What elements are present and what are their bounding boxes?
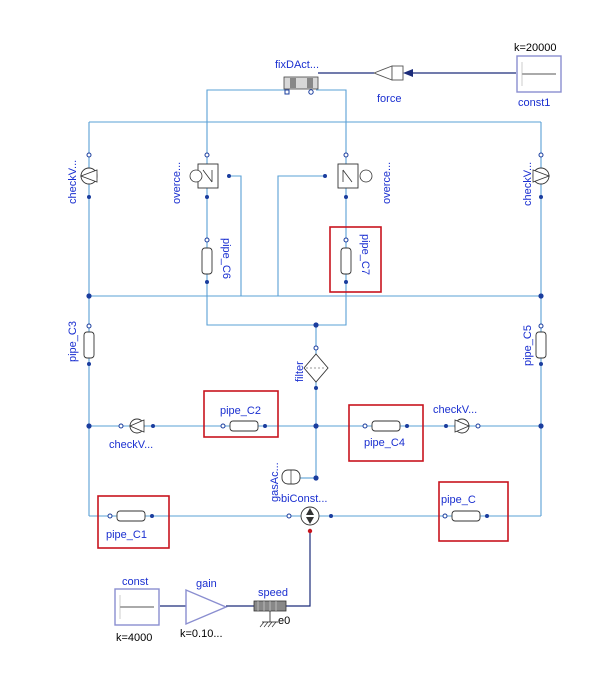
force-component[interactable]: force: [318, 65, 413, 105]
const-component[interactable]: const k=4000: [114, 576, 160, 644]
checkv-mid-left[interactable]: checkV...: [109, 418, 155, 451]
checkv-right-top-label: checkV...: [522, 162, 534, 206]
speed-label: speed: [258, 587, 288, 599]
junction-node: [538, 293, 544, 299]
const-label: const: [122, 576, 148, 588]
filter-component[interactable]: filter: [294, 345, 329, 390]
highlight-box: [438, 481, 509, 542]
junction-node: [313, 475, 319, 481]
pipe-c4-label: pipe_C4: [364, 437, 405, 449]
pipe-c2[interactable]: pipe_C2: [203, 390, 279, 438]
gas-accumulator[interactable]: gasAc...: [269, 462, 301, 502]
checkv-mid-right-label: checkV...: [433, 404, 477, 416]
checkv-left-top-label: checkV...: [67, 160, 79, 204]
hydraulic-connections: [88, 89, 542, 517]
filter-label: filter: [294, 361, 306, 382]
const1-k-label: k=20000: [514, 42, 557, 54]
const-k-label: k=4000: [116, 632, 152, 644]
wire-speed-pump[interactable]: [286, 533, 311, 607]
checkv-mid-right[interactable]: checkV...: [433, 404, 481, 434]
wire-overce-right-out[interactable]: [277, 175, 325, 296]
junction-nodes: [86, 293, 544, 481]
e0-label: e0: [278, 615, 290, 627]
biconst-label: biConst...: [281, 493, 327, 505]
speed-component[interactable]: speed e0: [253, 587, 290, 628]
pipe-c5-label: pipe_C5: [522, 325, 534, 366]
const1-component[interactable]: k=20000 const1: [514, 42, 562, 109]
pipe-c5[interactable]: pipe_C5: [522, 323, 547, 366]
junction-node: [313, 423, 319, 429]
wire-actuator-left[interactable]: [206, 89, 286, 178]
force-label: force: [377, 93, 401, 105]
overce-right-label: overce...: [381, 162, 393, 204]
pipe-c[interactable]: pipe_C: [438, 481, 509, 542]
fixdact-component[interactable]: fixDAct...: [275, 59, 319, 95]
gain-label: gain: [196, 578, 217, 590]
pipe-c2-label: pipe_C2: [220, 405, 261, 417]
highlight-box: [329, 226, 382, 293]
biconst-pump[interactable]: biConst...: [281, 493, 333, 534]
junction-node: [538, 423, 544, 429]
gasac-label: gasAc...: [269, 462, 281, 502]
highlight-box: [348, 404, 424, 462]
gain-k-label: k=0.10...: [180, 628, 223, 640]
pipe-c7-label: pipe_C7: [359, 234, 371, 275]
pipe-c4[interactable]: pipe_C4: [348, 404, 424, 462]
checkv-mid-left-label: checkV...: [109, 439, 153, 451]
wire-actuator-right[interactable]: [316, 89, 347, 178]
pipe-c3-label: pipe_C3: [67, 321, 79, 362]
pipe-c3[interactable]: pipe_C3: [67, 321, 95, 366]
highlight-box: [203, 390, 279, 438]
pipe-c7[interactable]: pipe_C7: [329, 226, 382, 293]
overce-right[interactable]: overce...: [323, 152, 393, 204]
checkv-left-top[interactable]: checkV...: [67, 152, 98, 204]
const1-label: const1: [518, 97, 550, 109]
wire-overce-left-out[interactable]: [229, 175, 242, 296]
overce-left-label: overce...: [171, 162, 183, 204]
pipe-c-label: pipe_C: [441, 494, 476, 506]
fixdact-label: fixDAct...: [275, 59, 319, 71]
junction-node: [313, 322, 319, 328]
pipe-c1[interactable]: pipe_C1: [97, 495, 170, 549]
junction-node: [86, 423, 92, 429]
pipe-c1-label: pipe_C1: [106, 529, 147, 541]
gain-component[interactable]: gain k=0.10...: [180, 578, 228, 640]
overce-left[interactable]: overce...: [171, 152, 231, 204]
pipe-c6-label: pipe_C6: [220, 238, 232, 279]
highlight-box: [97, 495, 170, 549]
checkv-right-top[interactable]: checkV...: [522, 152, 551, 206]
pipe-c6[interactable]: pipe_C6: [201, 237, 232, 284]
junction-node: [86, 293, 92, 299]
signal-connections: [160, 72, 516, 607]
